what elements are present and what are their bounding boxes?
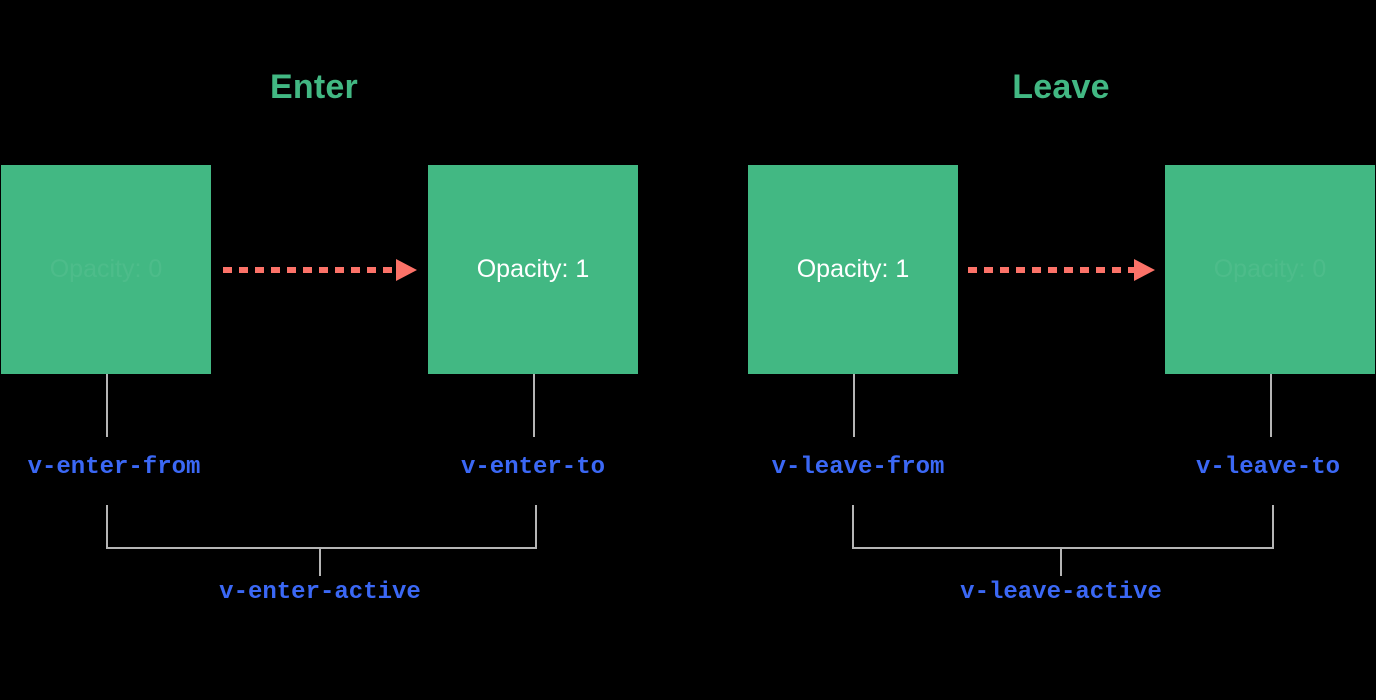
section-heading-leave: Leave [1012, 68, 1110, 106]
class-label-v-leave-active: v-leave-active [960, 579, 1162, 606]
connector-stem-enter-to [533, 374, 535, 437]
transition-arrow-leave [968, 259, 1156, 281]
state-box-leave-from: Opacity: 1 [748, 165, 958, 374]
state-box-leave-to-text: Opacity: 0 [1213, 255, 1327, 283]
connector-stem-leave-from [853, 374, 855, 437]
state-box-leave-from-text: Opacity: 1 [796, 255, 910, 283]
state-box-enter-from-text: Opacity: 0 [49, 255, 163, 283]
connector-stem-enter-from [106, 374, 108, 437]
class-label-v-leave-to: v-leave-to [1195, 454, 1341, 481]
class-label-v-leave-from: v-leave-from [771, 454, 945, 481]
class-label-v-enter-active: v-enter-active [219, 579, 421, 606]
active-bracket-stem-enter [319, 547, 321, 576]
class-label-v-enter-to: v-enter-to [460, 454, 606, 481]
active-bracket-leave [852, 505, 1274, 549]
arrow-head-enter [396, 259, 417, 281]
state-box-enter-to: Opacity: 1 [428, 165, 638, 374]
active-bracket-stem-leave [1060, 547, 1062, 576]
active-bracket-enter [106, 505, 537, 549]
section-heading-enter: Enter [270, 68, 358, 106]
state-box-enter-from: Opacity: 0 [1, 165, 211, 374]
class-label-v-enter-from: v-enter-from [27, 454, 201, 481]
arrow-shaft-leave [968, 267, 1136, 273]
arrow-head-leave [1134, 259, 1155, 281]
transition-arrow-enter [223, 259, 417, 281]
state-box-leave-to: Opacity: 0 [1165, 165, 1375, 374]
state-box-enter-to-text: Opacity: 1 [476, 255, 590, 283]
connector-stem-leave-to [1270, 374, 1272, 437]
arrow-shaft-enter [223, 267, 398, 273]
